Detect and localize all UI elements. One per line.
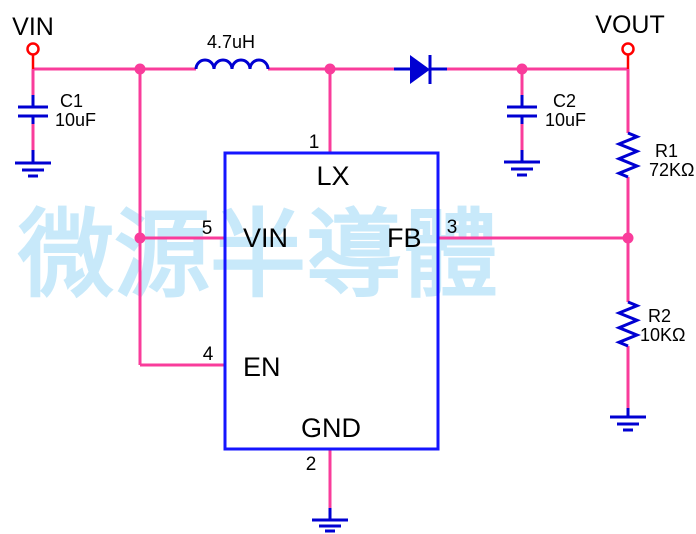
inductor-symbol xyxy=(194,58,270,70)
c1-value-label: 10uF xyxy=(55,110,96,130)
capacitor-c2-symbol xyxy=(507,95,537,124)
ic-pin-number-4: 4 xyxy=(203,344,214,365)
c2-ref-label: C2 xyxy=(553,91,576,111)
diode-symbol xyxy=(394,55,447,84)
ic-pin-name-vin: VIN xyxy=(243,223,288,253)
ground-icon xyxy=(504,150,540,177)
r2-value-label: 10KΩ xyxy=(640,325,685,345)
resistor-r2-symbol xyxy=(615,300,641,348)
c1-ref-label: C1 xyxy=(60,91,83,111)
ic-pin-number-3: 3 xyxy=(447,217,458,238)
vout-port-label: VOUT xyxy=(595,11,664,39)
junction-dot xyxy=(134,232,146,244)
r1-value-label: 72KΩ xyxy=(649,160,694,180)
ic-pin-name-lx: LX xyxy=(316,161,349,191)
ic-pin-name-en: EN xyxy=(243,352,281,382)
junction-dot xyxy=(516,63,528,75)
vin-terminal xyxy=(26,42,40,69)
capacitor-c1-symbol xyxy=(18,95,48,124)
ic-pin-name-gnd: GND xyxy=(301,413,361,443)
vin-port-label: VIN xyxy=(12,13,54,41)
ic-pin-number-1: 1 xyxy=(309,132,320,153)
ground-icon xyxy=(312,508,348,533)
terminal-circle-icon xyxy=(621,42,635,56)
ic-pin-number-2: 2 xyxy=(306,454,317,475)
ic-box xyxy=(223,151,440,451)
ground-icon xyxy=(610,408,646,432)
junction-dots xyxy=(134,63,634,244)
resistor-r1-symbol xyxy=(615,131,641,179)
ic-pin-number-5: 5 xyxy=(202,218,213,239)
c2-value-label: 10uF xyxy=(545,110,586,130)
watermark-text: 微源半導體 xyxy=(17,202,498,309)
junction-dot xyxy=(134,63,146,75)
junction-dot xyxy=(324,63,336,75)
junction-dot xyxy=(622,232,634,244)
terminal-circle-icon xyxy=(26,42,40,56)
ic-pin-name-fb: FB xyxy=(387,223,422,253)
r1-ref-label: R1 xyxy=(655,141,678,161)
r2-ref-label: R2 xyxy=(648,306,671,326)
ground-icon xyxy=(15,150,51,178)
vout-terminal xyxy=(621,42,635,69)
inductor-value-label: 4.7uH xyxy=(207,32,255,52)
